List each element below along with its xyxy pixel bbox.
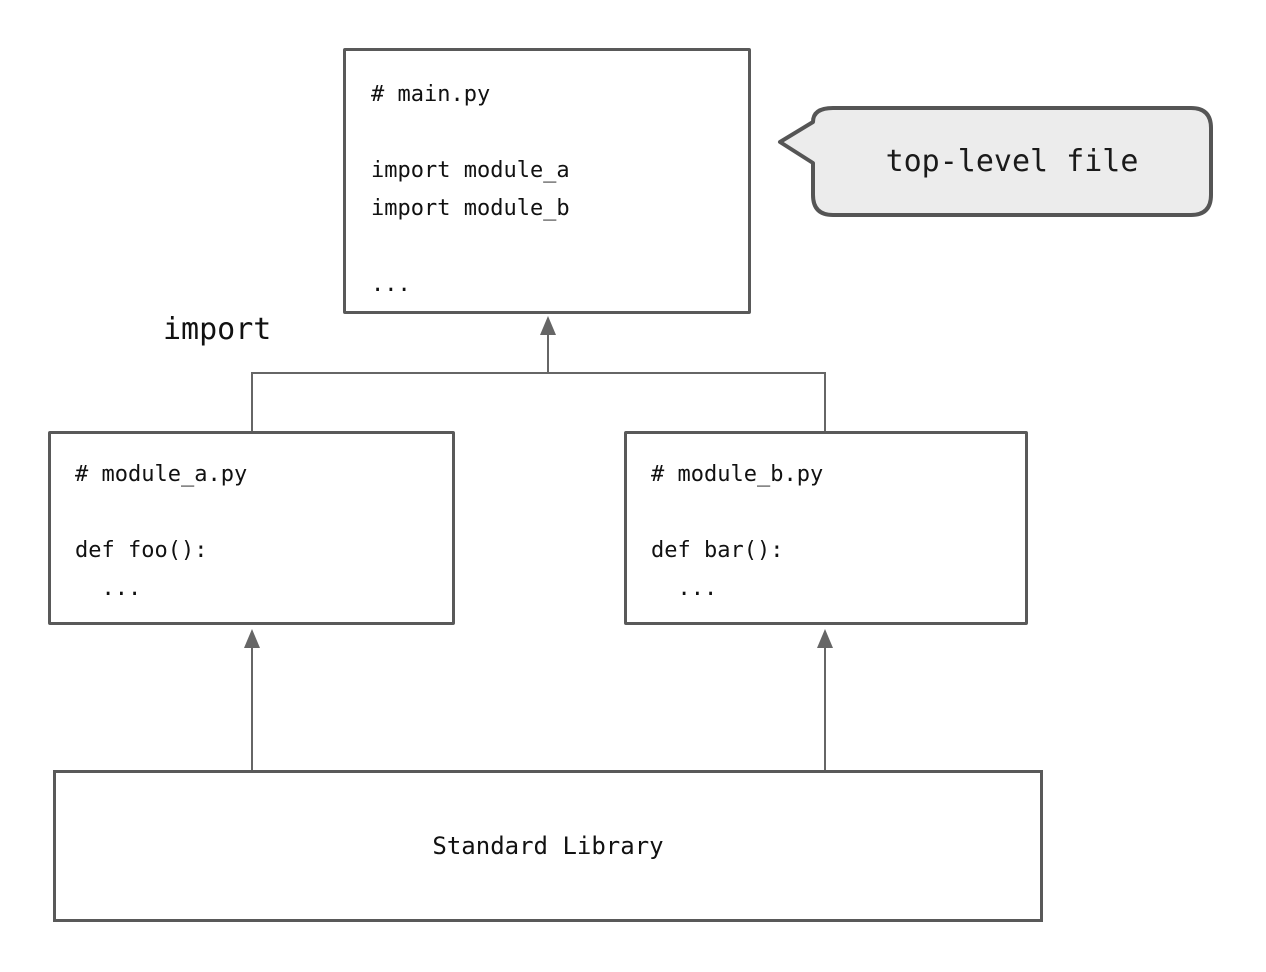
code-line: ...: [371, 272, 411, 297]
main-py-box: # main.py import module_a import module_…: [343, 48, 751, 314]
code-line: # module_b.py: [651, 462, 824, 487]
arrow-to-main-head: [540, 316, 556, 335]
code-line: import module_a: [371, 158, 570, 183]
code-line: [651, 494, 1015, 532]
code-line: [75, 494, 442, 532]
import-edge-label: import: [163, 312, 272, 347]
code-line: # module_a.py: [75, 462, 248, 487]
callout-bubble: [778, 106, 1213, 217]
code-line: [371, 228, 738, 266]
code-line: ...: [75, 576, 142, 601]
code-line: ...: [651, 576, 718, 601]
code-line: def bar():: [651, 538, 784, 563]
code-line: # main.py: [371, 82, 491, 107]
code-line: import module_b: [371, 196, 570, 221]
standard-library-box: Standard Library: [53, 770, 1043, 922]
arrow-stdlib-to-module-a-head: [244, 629, 260, 648]
code-line: [371, 114, 738, 152]
import-elbow-connector: [251, 372, 826, 431]
callout-label: top-level file: [885, 144, 1139, 179]
module-b-box: # module_b.py def bar(): ...: [624, 431, 1028, 625]
standard-library-label: Standard Library: [432, 832, 664, 860]
module-a-box: # module_a.py def foo(): ...: [48, 431, 455, 625]
arrow-stdlib-to-module-b-head: [817, 629, 833, 648]
code-line: def foo():: [75, 538, 208, 563]
